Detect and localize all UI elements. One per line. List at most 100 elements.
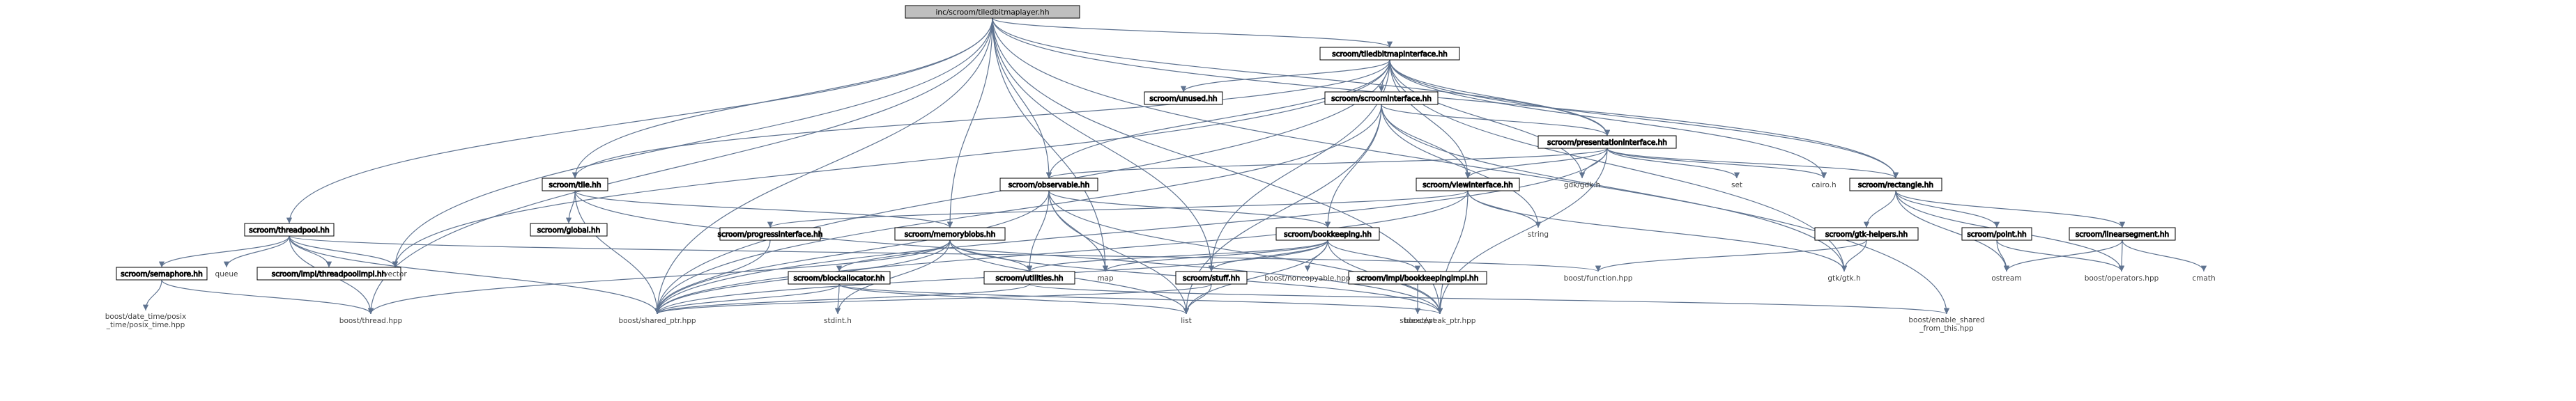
edge-observable-to-utilities <box>1026 190 1050 272</box>
edge-presif-to-observable <box>1046 148 1608 179</box>
edge-root-to-boostenable <box>992 17 1950 315</box>
node-gdk-gdk-h: gdk/gdk.h <box>1564 181 1600 189</box>
edge-tbi-to-cairo <box>1389 59 1827 179</box>
node-label: scroom/unused.hh <box>1149 95 1217 103</box>
node-label: scroom/semaphore.hh <box>121 270 202 278</box>
edge-tile-to-global <box>565 190 576 224</box>
node-stdint-h: stdint.h <box>824 317 852 325</box>
node-label: scroom/point.hh <box>1967 230 2026 239</box>
edge-root-to-stuff <box>992 17 1215 272</box>
node-label: scroom/linearsegment.hh <box>2076 230 2169 239</box>
edge-viewif-to-progress <box>767 190 1469 228</box>
edge-stuff-to-boostshared <box>654 283 1212 315</box>
node-label: cairo.h <box>1811 181 1836 189</box>
node-scroom-progressinterface-hh[interactable]: scroom/progressinterface.hh <box>717 227 823 241</box>
node-scroom-point-hh[interactable]: scroom/point.hh <box>1961 227 2032 241</box>
edge-blockalloc-to-list <box>838 283 1190 315</box>
node-boost-noncopyable-hpp: boost/noncopyable.hpp <box>1264 274 1351 283</box>
node-boost-date-time-posix-time-posix-time-hpp: boost/date_time/posix_time/posix_time.hp… <box>105 313 187 329</box>
edge-scroomif-to-string <box>1381 104 1542 228</box>
node-scroom-tiledbitmapinterface-hh[interactable]: scroom/tiledbitmapinterface.hh <box>1319 47 1460 61</box>
edge-presif-to-boostweak <box>1436 148 1608 315</box>
edge-root-to-threadpool <box>286 17 993 224</box>
node-scroom-global-hh[interactable]: scroom/global.hh <box>530 223 608 237</box>
node-box <box>1275 227 1380 241</box>
node-box <box>788 271 891 285</box>
node-scroom-threadpool-hh[interactable]: scroom/threadpool.hh <box>244 223 335 237</box>
node-label: scroom/observable.hh <box>1009 181 1090 189</box>
node-ostream: ostream <box>1991 274 2021 283</box>
node-box <box>1961 227 2032 241</box>
node-scroom-stuff-hh[interactable]: scroom/stuff.hh <box>1175 271 1248 285</box>
node-label: boost/function.hpp <box>1564 274 1633 283</box>
node-box <box>894 227 1006 241</box>
node-boost-shared-ptr-hpp: boost/shared_ptr.hpp <box>618 317 696 325</box>
node-list: list <box>1181 317 1191 325</box>
node-label: scroom/global.hh <box>537 226 601 235</box>
node-scroom-impl-bookkeepingimpl-hh[interactable]: scroom/impl/bookkeepingimpl.hh <box>1348 271 1487 285</box>
node-label: vector <box>383 270 407 278</box>
node-box <box>1175 271 1248 285</box>
node-label: scroom/tiledbitmapinterface.hh <box>1332 50 1448 58</box>
node-label: string <box>1528 230 1549 239</box>
node-scroom-linearsegment-hh[interactable]: scroom/linearsegment.hh <box>2069 227 2176 241</box>
node-scroom-utilities-hh[interactable]: scroom/utilities.hh <box>983 271 1075 285</box>
node-scroom-tile-hh[interactable]: scroom/tile.hh <box>542 178 608 191</box>
node-label: _time/posix_time.hpp <box>106 321 185 329</box>
edge-blockalloc-to-stdint <box>834 283 841 315</box>
edge-viewif-to-boostshared <box>654 190 1469 315</box>
node-box <box>983 271 1075 285</box>
node-scroom-observable-hh[interactable]: scroom/observable.hh <box>999 178 1098 191</box>
node-label: scroom/gtk-helpers.hh <box>1825 230 1908 239</box>
node-label: inc/scroom/tiledbitmaplayer.hh <box>936 8 1050 17</box>
node-scroom-impl-threadpoolimpl-hh[interactable]: scroom/impl/threadpoolimpl.hh <box>256 267 401 281</box>
node-scroom-bookkeeping-hh[interactable]: scroom/bookkeeping.hh <box>1275 227 1380 241</box>
node-scroom-presentationinterface-hh[interactable]: scroom/presentationinterface.hh <box>1538 135 1677 149</box>
node-label: scroom/blockallocator.hh <box>793 274 884 283</box>
edge-semaphore-to-boostthread <box>161 279 374 315</box>
node-label: boost/shared_ptr.hpp <box>618 317 696 325</box>
edge-viewif-to-boostweak <box>1436 190 1469 315</box>
node-box <box>116 267 208 281</box>
node-scroom-rectangle-hh[interactable]: scroom/rectangle.hh <box>1849 178 1942 191</box>
node-scroom-unused-hh[interactable]: scroom/unused.hh <box>1144 91 1223 105</box>
node-inc-scroom-tiledbitmaplayer-hh[interactable]: inc/scroom/tiledbitmaplayer.hh <box>905 5 1080 19</box>
node-label: stdexcept <box>1400 317 1436 325</box>
edge-tbi-to-rect <box>1389 59 1899 179</box>
node-boost-weak-ptr-hpp: boost/weak_ptr.hpp <box>1404 317 1476 325</box>
node-label: boost/thread.hpp <box>339 317 403 325</box>
edge-scroomif-to-boostshared <box>654 104 1382 315</box>
edge-scroomif-to-presif <box>1381 104 1611 136</box>
node-string: string <box>1528 230 1549 239</box>
node-scroom-gtk-helpers-hh[interactable]: scroom/gtk-helpers.hh <box>1814 227 1919 241</box>
edge-bookkeeping-to-bkimpl <box>1327 239 1421 272</box>
dependency-nodes: inc/scroom/tiledbitmaplayer.hh scroom/til… <box>105 5 2216 333</box>
node-box <box>530 223 608 237</box>
edge-tbi-to-presif <box>1389 59 1611 136</box>
edge-memblobs-to-blockalloc <box>836 239 951 272</box>
node-box <box>1849 178 1942 191</box>
node-scroom-blockallocator-hh[interactable]: scroom/blockallocator.hh <box>788 271 891 285</box>
edge-tile-to-memblobs <box>574 190 953 228</box>
edge-root-to-boostthread <box>367 17 993 315</box>
node-stdexcept: stdexcept <box>1400 317 1436 325</box>
node-scroom-viewinterface-hh[interactable]: scroom/viewinterface.hh <box>1416 178 1520 191</box>
node-label: scroom/presentationinterface.hh <box>1547 139 1667 147</box>
node-box <box>905 5 1080 19</box>
node-label: scroom/memoryblobs.hh <box>905 230 996 239</box>
edge-presif-to-set <box>1607 148 1740 179</box>
node-scroom-scroominterface-hh[interactable]: scroom/scroominterface.hh <box>1324 91 1439 105</box>
edge-linseg-to-cmath <box>2122 239 2207 272</box>
edge-threadpool-to-boostshared <box>289 235 661 315</box>
node-scroom-memoryblobs-hh[interactable]: scroom/memoryblobs.hh <box>894 227 1006 241</box>
edge-bookkeeping-to-utilities <box>1026 239 1328 272</box>
node-label: scroom/scroominterface.hh <box>1331 95 1432 103</box>
edge-tile-to-boostweak <box>574 190 1443 315</box>
node-box <box>999 178 1098 191</box>
edge-rect-to-linseg <box>1895 190 2126 228</box>
node-scroom-semaphore-hh[interactable]: scroom/semaphore.hh <box>116 267 208 281</box>
node-label: queue <box>215 270 238 278</box>
edge-bookkeeping-to-stuff <box>1208 239 1328 272</box>
node-label: scroom/utilities.hh <box>995 274 1063 283</box>
node-label: list <box>1181 317 1191 325</box>
